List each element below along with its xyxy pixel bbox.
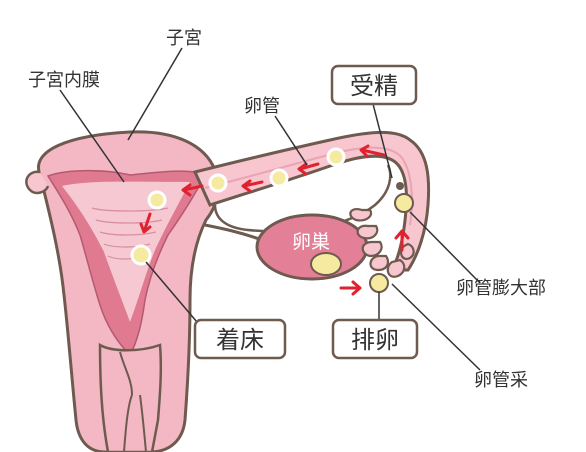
arrow-down-1 <box>139 212 152 234</box>
egg-4 <box>147 190 167 210</box>
left-tube-stub <box>25 170 50 195</box>
endometrium-label: 子宮内膜 <box>28 70 100 91</box>
sperm-head <box>396 182 404 190</box>
egg-path <box>130 147 414 293</box>
ampulla-label: 卵管膨大部 <box>456 278 546 299</box>
egg-implanted <box>130 244 152 266</box>
egg-2 <box>269 168 289 188</box>
fertilization-box: 受精 <box>330 64 418 106</box>
arrow-left-3 <box>241 179 264 193</box>
arrow-up-1 <box>394 229 410 252</box>
leader-fimbriae <box>391 283 481 371</box>
fallopian-tube <box>192 131 431 272</box>
implantation-label: 着床 <box>216 326 264 354</box>
leader-lines <box>59 47 481 371</box>
uterine-fold-lines <box>91 207 169 260</box>
arrow-left-1 <box>359 144 386 158</box>
uterus-label: 子宮 <box>166 28 202 49</box>
leader-fertilization <box>371 99 393 179</box>
cervical-canal <box>119 351 147 452</box>
ovary-label: 卵巣 <box>292 231 330 253</box>
egg-ovulated <box>369 273 389 293</box>
egg-ampulla <box>394 193 414 213</box>
leader-tube <box>274 115 308 166</box>
fimbriae <box>349 208 415 278</box>
leader-implantation <box>145 261 198 323</box>
ovary-follicle <box>310 252 342 276</box>
arrow-ovulation <box>339 280 362 296</box>
arrow-left-4 <box>181 183 204 197</box>
ovarian-ligament <box>204 223 263 242</box>
leader-endometrium <box>59 89 125 183</box>
ovulation-box: 排卵 <box>331 318 419 360</box>
direction-arrows <box>139 144 410 296</box>
fertilization-label: 受精 <box>350 72 398 100</box>
fimbriae-label: 卵管采 <box>474 370 528 391</box>
egg-1 <box>326 147 346 167</box>
uterine-cavity <box>62 181 190 322</box>
fallopian-tube-label: 卵管 <box>244 96 280 117</box>
leader-ampulla <box>409 211 481 284</box>
leader-uterus <box>127 47 183 141</box>
implantation-box: 着床 <box>193 318 287 360</box>
ovulation-label: 排卵 <box>351 326 399 354</box>
egg-3 <box>208 173 228 193</box>
arrow-left-2 <box>297 162 320 176</box>
